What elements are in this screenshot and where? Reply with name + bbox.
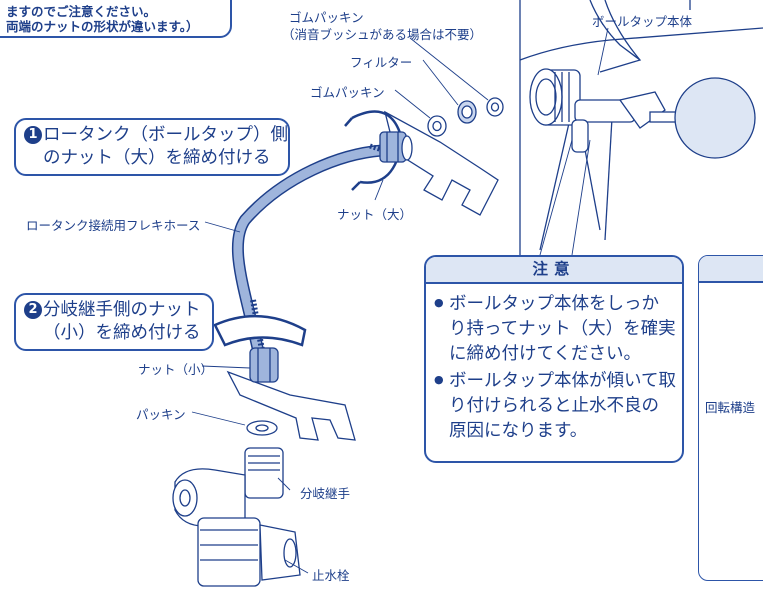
branch-joint-label: 分岐継手 [300,486,351,501]
wrench-lower [213,314,356,441]
gasket-top-label: ゴムパッキン [289,10,364,25]
nut-large-label: ナット（大） [337,207,413,222]
rotation-structure-box [698,255,763,581]
rotation-structure-label: 回転構造 [705,400,756,415]
filter-label: フィルター [350,55,413,70]
step-2-line2: （小）を締め付ける [43,323,201,343]
caution-item-2: ボールタップ本体が傾いて取り付けられると止水不良の原因になります。 [434,367,676,444]
stop-valve [197,517,301,587]
top-note-line1: ますのでご注意ください。 [6,4,157,19]
rubber-gasket-top [486,97,504,117]
step-2-line1: 分岐継手側のナット [43,300,201,320]
rotation-box-header [699,256,763,283]
caution-item-1: ボールタップ本体をしっかり持ってナット（大）を確実に締め付けてください。 [434,290,676,367]
flexible-hose [233,145,396,351]
top-note-box: ますのでご注意ください。 両端のナットの形状が違います。） [0,0,232,38]
leader-lines [191,27,609,574]
nut-small [249,347,279,383]
step-1-number-icon: 1 [24,126,42,144]
caution-title: 注意 [426,257,682,284]
branch-joint [172,447,284,527]
ball-tap-float [571,77,756,159]
ball-tap-inlet [529,68,581,126]
step-1-line2: のナット（大）を締め付ける [43,148,271,168]
rubber-gasket [427,115,447,137]
packing-washer [246,420,278,436]
ball-tap-body-label: ボールタップ本体 [592,14,693,29]
top-note-line2: 両端のナットの形状が違います。） [6,19,199,34]
flexible-hose-label: ロータンク接続用フレキホース [26,218,201,233]
nut-large [379,131,413,163]
step-2-number-icon: 2 [24,301,42,319]
wrench-upper [344,110,499,216]
caution-list: ボールタップ本体をしっかり持ってナット（大）を確実に締め付けてください。 ボール… [426,290,682,444]
stop-valve-label: 止水栓 [312,568,350,583]
nut-small-label: ナット（小） [138,362,214,377]
hand-illustration [589,0,641,61]
packing-label: パッキン [136,407,186,422]
filter-part [457,100,477,124]
step-1-line1: ロータンク（ボールタップ）側 [43,125,288,145]
gasket-label: ゴムパッキン [310,85,385,100]
caution-box: 注意 ボールタップ本体をしっかり持ってナット（大）を確実に締め付けてください。 … [424,255,684,463]
gasket-top-sublabel: （消音ブッシュがある場合は不要） [282,27,483,42]
